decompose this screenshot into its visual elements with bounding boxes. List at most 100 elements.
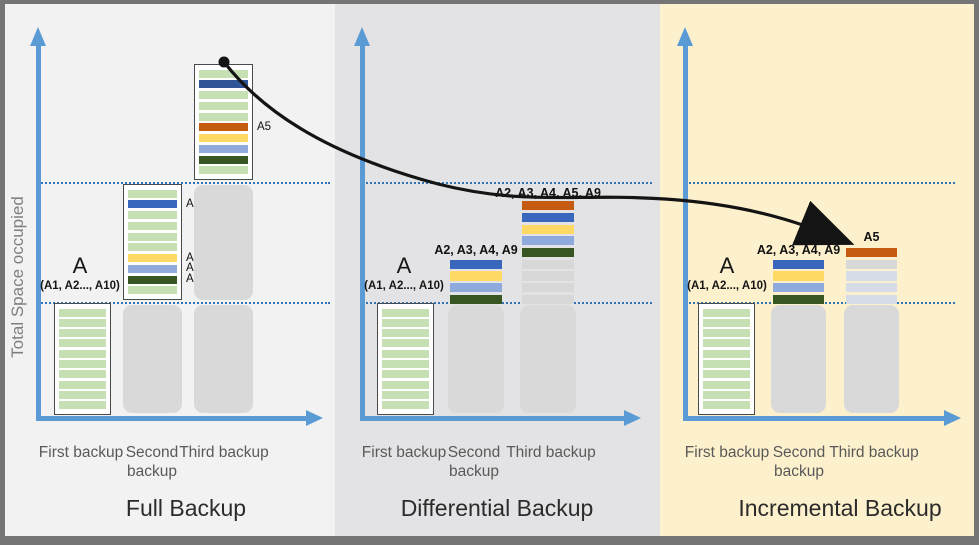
data-stripe	[382, 391, 429, 400]
block-label-a5: A5	[257, 120, 272, 133]
changed-block-stripe	[773, 271, 824, 281]
capacity-dotted-line-1x	[362, 302, 652, 304]
capacity-dotted-line-2x	[685, 182, 955, 184]
x-axis-arrowhead	[306, 410, 323, 427]
changed-blocks-label: A2, A3, A4, A5, A9	[495, 186, 601, 200]
data-stripe	[59, 308, 106, 317]
y-axis-arrowhead	[354, 27, 371, 46]
changed-block-stripe	[522, 224, 574, 234]
y-axis	[683, 46, 688, 420]
x-axis-arrowhead	[944, 410, 961, 427]
block-label-a4: A4	[186, 252, 200, 265]
y-axis-arrowhead	[30, 27, 47, 46]
data-stripe	[199, 134, 248, 143]
previous-backup-placeholder	[123, 305, 182, 413]
tick-second-backup: Second backup	[772, 444, 826, 480]
data-stripe	[703, 318, 750, 327]
x-axis-arrowhead	[624, 410, 641, 427]
y-axis-label: Total Space occupied	[8, 196, 27, 358]
capacity-dotted-line-2x	[38, 182, 330, 184]
data-stripe	[199, 91, 248, 100]
data-stripe	[199, 155, 248, 164]
changed-block-stripe	[450, 271, 502, 281]
dataset-label: A	[72, 253, 88, 278]
data-stripe	[703, 329, 750, 338]
data-stripe	[382, 380, 429, 389]
backup-data-block	[54, 303, 111, 415]
backup-data-block	[377, 303, 434, 415]
data-stripe	[382, 360, 429, 369]
data-stripe	[128, 286, 177, 295]
data-stripe	[59, 318, 106, 327]
previous-backup-placeholder	[194, 185, 253, 300]
changed-blocks-label: A2, A3, A4, A9	[434, 243, 518, 257]
capacity-dotted-line-2x	[362, 182, 652, 184]
changed-block-stripe	[522, 212, 574, 223]
data-stripe	[382, 401, 429, 410]
panel-title-full-backup: Full Backup	[125, 495, 247, 521]
data-stripe	[382, 318, 429, 327]
changed-blocks-label: A5	[863, 230, 880, 244]
changed-block-stripe	[522, 294, 574, 304]
tick-third-backup: Third backup	[506, 444, 596, 461]
changed-block-stripe	[522, 236, 574, 246]
data-stripe	[59, 380, 106, 389]
capacity-dotted-line-1x	[38, 302, 330, 304]
changed-block-stripe	[773, 283, 824, 293]
panel-title-differential-backup: Differential Backup	[400, 495, 594, 521]
data-stripe	[382, 329, 429, 338]
dataset-sublabel: (A1, A2..., A10)	[687, 280, 767, 292]
data-stripe	[703, 391, 750, 400]
frame-left	[0, 0, 5, 545]
data-stripe	[128, 221, 177, 230]
changed-block-stripe	[522, 271, 574, 281]
panel-title-incremental-backup: Incremental Backup	[738, 495, 942, 521]
tick-first-backup: First backup	[361, 444, 447, 461]
dataset-sublabel: (A1, A2..., A10)	[364, 280, 444, 292]
data-stripe	[59, 401, 106, 410]
changed-block-stripe	[522, 283, 574, 293]
data-stripe	[59, 391, 106, 400]
changed-block-stripe	[773, 294, 824, 304]
previous-backup-placeholder	[448, 305, 504, 413]
changed-block-stripe	[846, 248, 897, 258]
tick-second-backup: Second backup	[125, 444, 179, 480]
tick-third-backup: Third backup	[829, 444, 919, 461]
data-stripe	[199, 112, 248, 121]
backup-data-block	[698, 303, 755, 415]
data-stripe	[199, 166, 248, 175]
data-stripe	[199, 69, 248, 78]
data-stripe	[128, 275, 177, 284]
dataset-sublabel: (A1, A2..., A10)	[40, 280, 120, 292]
data-stripe	[703, 308, 750, 317]
data-stripe	[59, 370, 106, 379]
data-stripe	[382, 308, 429, 317]
data-stripe	[703, 360, 750, 369]
backup-data-block	[123, 184, 182, 300]
data-stripe	[128, 189, 177, 198]
data-stripe	[128, 200, 177, 209]
y-axis	[36, 46, 41, 420]
changed-block-stripe	[522, 248, 574, 258]
data-stripe	[128, 211, 177, 220]
data-stripe	[382, 339, 429, 348]
changed-block-stripe	[450, 283, 502, 293]
data-stripe	[703, 349, 750, 358]
changed-block-stripe	[450, 259, 502, 269]
data-stripe	[199, 101, 248, 110]
tick-first-backup: First backup	[684, 444, 770, 461]
backup-data-block	[194, 64, 253, 180]
changed-block-stripe	[522, 259, 574, 269]
previous-backup-placeholder	[194, 305, 253, 413]
previous-backup-placeholder	[844, 305, 899, 413]
x-axis	[36, 416, 306, 421]
data-stripe	[703, 401, 750, 410]
data-stripe	[128, 243, 177, 252]
tick-second-backup: Second backup	[447, 444, 501, 480]
data-stripe	[128, 264, 177, 273]
data-stripe	[199, 144, 248, 153]
frame-top	[0, 0, 979, 4]
data-stripe	[59, 349, 106, 358]
frame-right	[974, 0, 979, 545]
